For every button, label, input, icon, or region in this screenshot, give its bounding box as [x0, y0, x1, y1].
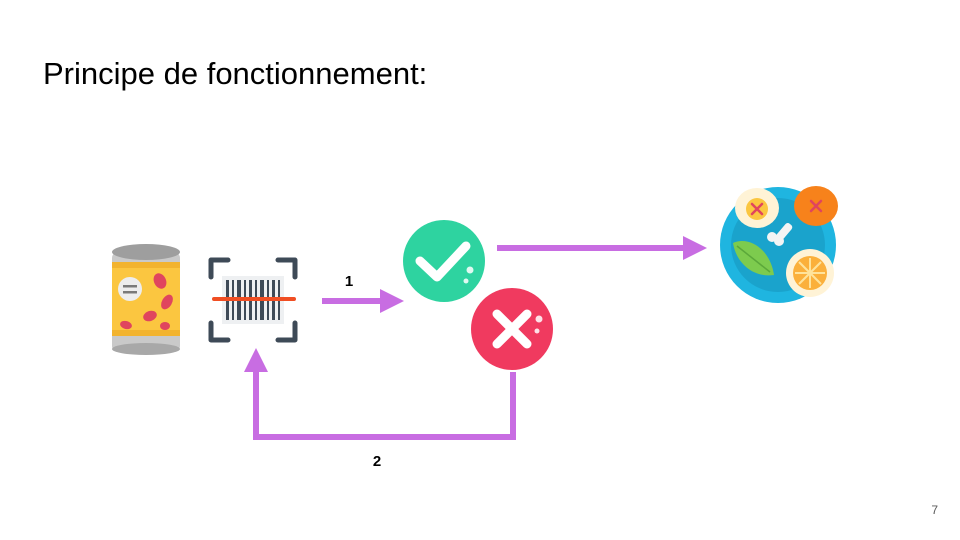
arrow-step-2: [244, 348, 516, 440]
arrow-to-result: [497, 236, 707, 260]
step-1-label: 1: [345, 273, 353, 290]
check-icon: [403, 220, 485, 302]
food-can-icon: [112, 244, 180, 355]
barcode-scan-icon: [208, 257, 298, 343]
cross-icon: [471, 288, 553, 370]
arrow-step-1: [322, 289, 404, 313]
step-2-label: 2: [373, 453, 381, 470]
meal-plate-icon: [720, 186, 838, 303]
slide-title: Principe de fonctionnement:: [43, 56, 428, 91]
page-number: 7: [931, 503, 938, 517]
